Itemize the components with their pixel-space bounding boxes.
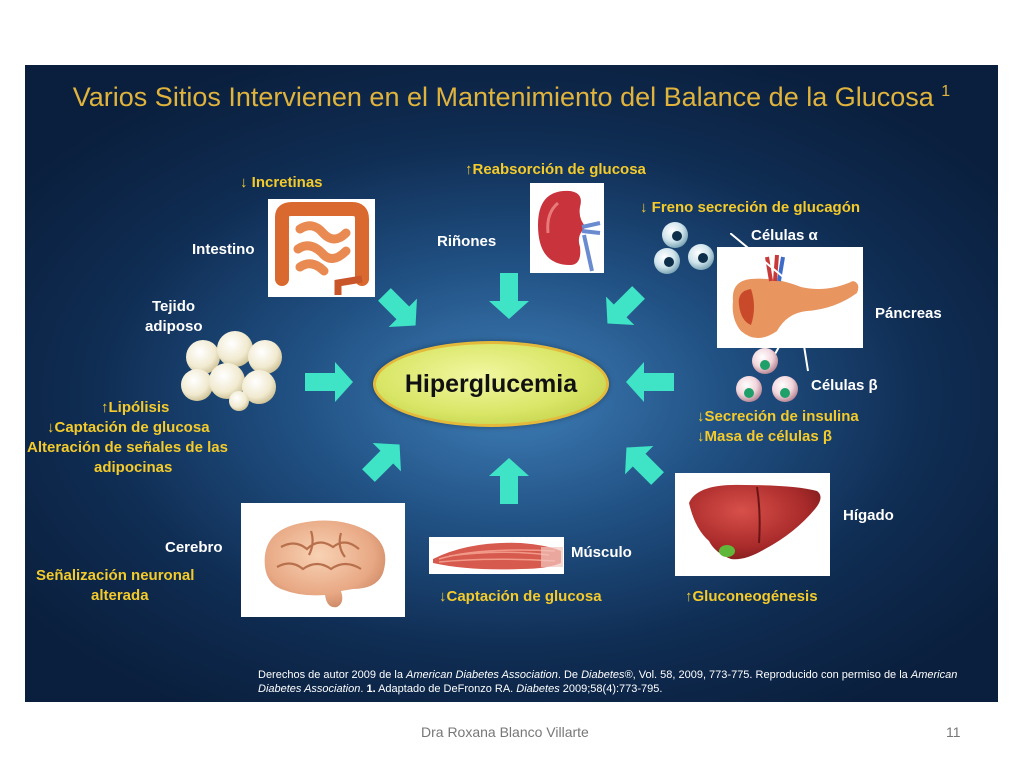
tejido-label-1: Tejido bbox=[152, 298, 196, 315]
slide: Varios Sitios Intervienen en el Mantenim… bbox=[25, 65, 998, 702]
senalizacion-label-1: Señalización neuronal bbox=[36, 567, 195, 584]
alteracion-label-1: Alteración de señales de las bbox=[27, 439, 228, 456]
arrow-intestine bbox=[378, 288, 417, 327]
higado-label: Hígado bbox=[843, 507, 894, 524]
celulas-alfa-label: Células α bbox=[751, 227, 818, 244]
copyright-credit: Derechos de autor 2009 de la American Di… bbox=[258, 669, 958, 695]
alteracion-label-2: adipocinas bbox=[94, 459, 173, 476]
gluconeogenesis-label: ↑Gluconeogénesis bbox=[685, 588, 818, 605]
kidney-image bbox=[530, 183, 604, 273]
intestino-label: Intestino bbox=[192, 241, 255, 258]
title-reference: 1 bbox=[941, 83, 951, 100]
alpha-cells-icon bbox=[654, 222, 714, 274]
cerebro-label: Cerebro bbox=[165, 539, 223, 556]
hiperglucemia-node: Hiperglucemia bbox=[373, 341, 609, 427]
pancreas-icon bbox=[732, 254, 859, 338]
brain-image bbox=[241, 503, 405, 617]
tejido-label-2: adiposo bbox=[145, 318, 203, 335]
pancreas-label: Páncreas bbox=[875, 305, 942, 322]
adipose-cells-icon bbox=[181, 331, 282, 411]
freno-label: ↓ Freno secreción de glucagón bbox=[640, 199, 861, 216]
intestine-icon bbox=[275, 202, 369, 295]
brain-icon bbox=[264, 520, 386, 608]
muscle-image bbox=[429, 537, 564, 574]
arrow-adipose bbox=[305, 362, 353, 402]
arrow-beta-cells bbox=[626, 362, 674, 402]
kidney-icon bbox=[538, 190, 601, 272]
arrow-muscle bbox=[489, 458, 529, 504]
intestine-image bbox=[268, 199, 375, 297]
hiperglucemia-label: Hiperglucemia bbox=[404, 369, 578, 398]
arrow-kidney bbox=[489, 273, 529, 319]
title-text: Varios Sitios Intervienen en el Mantenim… bbox=[72, 82, 934, 112]
liver-icon bbox=[689, 484, 821, 560]
incretinas-label: ↓ Incretinas bbox=[240, 174, 323, 191]
pancreas-image bbox=[717, 247, 863, 348]
arrow-pancreas bbox=[606, 286, 645, 325]
captacion-musculo-label: ↓Captación de glucosa bbox=[439, 588, 602, 605]
arrow-liver bbox=[625, 446, 664, 485]
musculo-label: Músculo bbox=[571, 544, 632, 561]
footer-page-number: 11 bbox=[946, 724, 961, 740]
arrows-layer bbox=[305, 273, 674, 504]
beta-cells-icon bbox=[736, 348, 798, 402]
lipolisis-label: ↑Lipólisis bbox=[101, 399, 170, 416]
liver-image bbox=[675, 473, 830, 576]
captacion-adiposo-label: ↓Captación de glucosa bbox=[47, 419, 210, 436]
rinones-label: Riñones bbox=[437, 233, 497, 250]
secrecion-insulina-label: ↓Secreción de insulina bbox=[697, 408, 859, 425]
celulas-beta-label: Células β bbox=[811, 377, 878, 394]
slide-title: Varios Sitios Intervienen en el Mantenim… bbox=[25, 75, 998, 114]
muscle-icon bbox=[433, 542, 563, 570]
masa-celulas-label: ↓Masa de células β bbox=[697, 428, 833, 445]
arrow-brain bbox=[362, 443, 401, 482]
reabsorcion-label: ↑Reabsorción de glucosa bbox=[465, 161, 646, 178]
senalizacion-label-2: alterada bbox=[91, 587, 149, 604]
footer-author: Dra Roxana Blanco Villarte bbox=[421, 724, 589, 740]
